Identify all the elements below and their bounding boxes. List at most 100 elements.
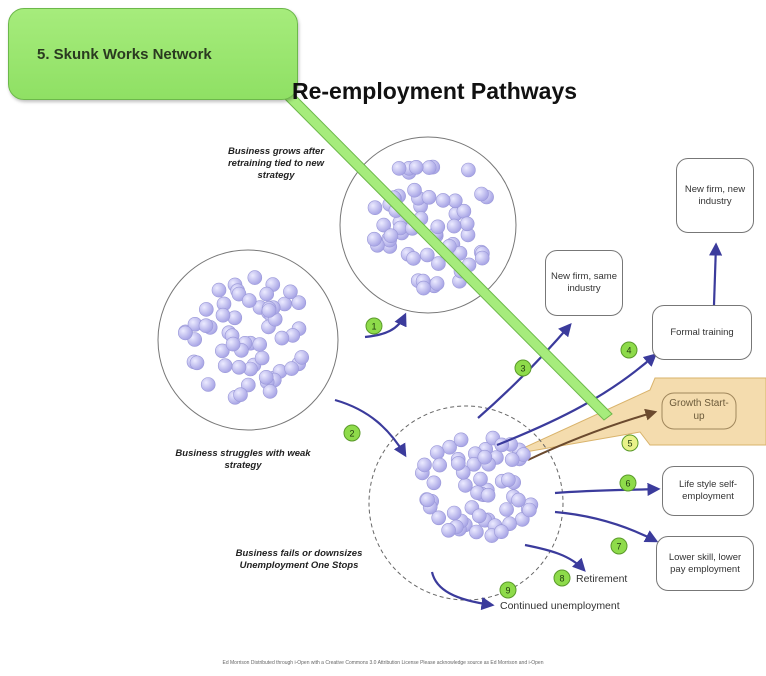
step-badge-1 xyxy=(365,317,383,335)
bubble xyxy=(452,245,468,261)
step-badge-8 xyxy=(553,569,571,587)
arrow-1 xyxy=(364,312,407,339)
bubble xyxy=(473,471,488,487)
step-badge-number: 5 xyxy=(627,439,632,449)
bubble xyxy=(231,359,247,375)
bubble xyxy=(459,216,475,232)
bubble xyxy=(178,325,193,341)
box-lifestyle: Life style self-employment xyxy=(662,466,754,516)
label-retirement: Retirement xyxy=(576,573,628,585)
bubble xyxy=(376,217,392,233)
bubble xyxy=(189,355,205,371)
step-badge-number: 3 xyxy=(520,364,525,374)
growth-arrow xyxy=(527,408,658,461)
bubble xyxy=(391,161,407,176)
label-continued-unemployment: Continued unemployment xyxy=(500,600,620,612)
bubble xyxy=(499,502,514,517)
bubble xyxy=(511,492,526,508)
bubble xyxy=(254,350,270,366)
bubble xyxy=(494,524,509,540)
arrow-9 xyxy=(430,571,495,611)
arrow-2 xyxy=(334,398,407,458)
bubble xyxy=(199,302,214,317)
bubble xyxy=(430,219,446,235)
bubble xyxy=(477,449,493,465)
step-badge-number: 7 xyxy=(616,542,621,552)
bubble xyxy=(283,284,298,300)
box-new-firm-new-industry: New firm, new industry xyxy=(676,158,754,233)
bubble xyxy=(217,358,233,374)
bubble xyxy=(241,377,256,393)
step-badge-7 xyxy=(610,537,628,555)
bubble xyxy=(252,337,268,352)
bubble xyxy=(431,256,446,271)
bubble xyxy=(416,280,431,296)
step-badge-number: 2 xyxy=(349,429,354,439)
bubble xyxy=(432,457,448,473)
box-lower-skill: Lower skill, lower pay employment xyxy=(656,536,754,591)
caption-struggles: Business struggles with weak strategy xyxy=(175,448,311,471)
bubble xyxy=(200,377,216,392)
bubble xyxy=(522,502,537,518)
footer-credit: Ed Morrison Distributed through i-Open w… xyxy=(222,660,544,666)
bubble xyxy=(461,162,476,178)
bubble xyxy=(458,478,473,493)
bubble xyxy=(429,445,445,460)
bubble xyxy=(469,524,484,540)
bubble xyxy=(480,487,496,503)
step-badge-4 xyxy=(620,341,638,359)
bubble xyxy=(450,456,466,471)
arrow-4 xyxy=(496,353,657,447)
downsizing-circle xyxy=(368,405,564,601)
bubble xyxy=(215,307,231,323)
bubble xyxy=(407,182,422,198)
caption-fails: Business fails or downsizes Unemployment… xyxy=(235,548,363,571)
bubble xyxy=(291,295,307,311)
bubble xyxy=(261,303,277,318)
bubble xyxy=(453,432,469,448)
bubble xyxy=(408,160,424,175)
step-badge-number: 6 xyxy=(625,479,630,489)
bubble xyxy=(366,231,382,247)
bubble xyxy=(442,439,457,455)
growth-startup-box xyxy=(661,392,737,430)
bubble-cluster-struggling xyxy=(178,270,310,405)
bubble xyxy=(419,247,435,263)
bubble xyxy=(471,508,487,524)
bubble xyxy=(504,452,520,467)
bubble xyxy=(417,457,432,473)
step-badge-number: 1 xyxy=(371,322,376,332)
bubble xyxy=(421,190,437,205)
bubble xyxy=(429,276,445,291)
bubble xyxy=(274,330,290,346)
box-formal-training: Formal training xyxy=(652,305,752,360)
bubble-cluster-downsizing xyxy=(414,430,539,543)
step-badge-9 xyxy=(499,581,517,599)
arrow-6 xyxy=(554,482,661,496)
bubble xyxy=(421,160,437,175)
bubble xyxy=(233,387,248,403)
box-new-firm-same-industry: New firm, same industry xyxy=(545,250,623,316)
bubble xyxy=(447,193,463,209)
bubble xyxy=(215,343,230,359)
arrow-new-industry xyxy=(709,242,723,306)
bubble xyxy=(431,510,447,526)
bubble xyxy=(294,350,310,365)
step-badge-number: 4 xyxy=(626,346,631,356)
bubble xyxy=(262,384,278,399)
bubble xyxy=(446,218,462,234)
bubble xyxy=(284,361,299,376)
bubble xyxy=(225,336,241,352)
bubble xyxy=(211,282,227,298)
bubble xyxy=(446,505,462,521)
bubble xyxy=(406,251,421,266)
bubble xyxy=(474,186,489,202)
diagram-title: Re-employment Pathways xyxy=(292,78,578,104)
caption-grows: Business grows after retraining tied to … xyxy=(227,146,325,181)
step-badge-5 xyxy=(621,434,639,452)
step-badge-6 xyxy=(619,474,637,492)
growth-startup-label: Growth Start-up xyxy=(669,398,729,422)
bubble xyxy=(501,472,516,488)
